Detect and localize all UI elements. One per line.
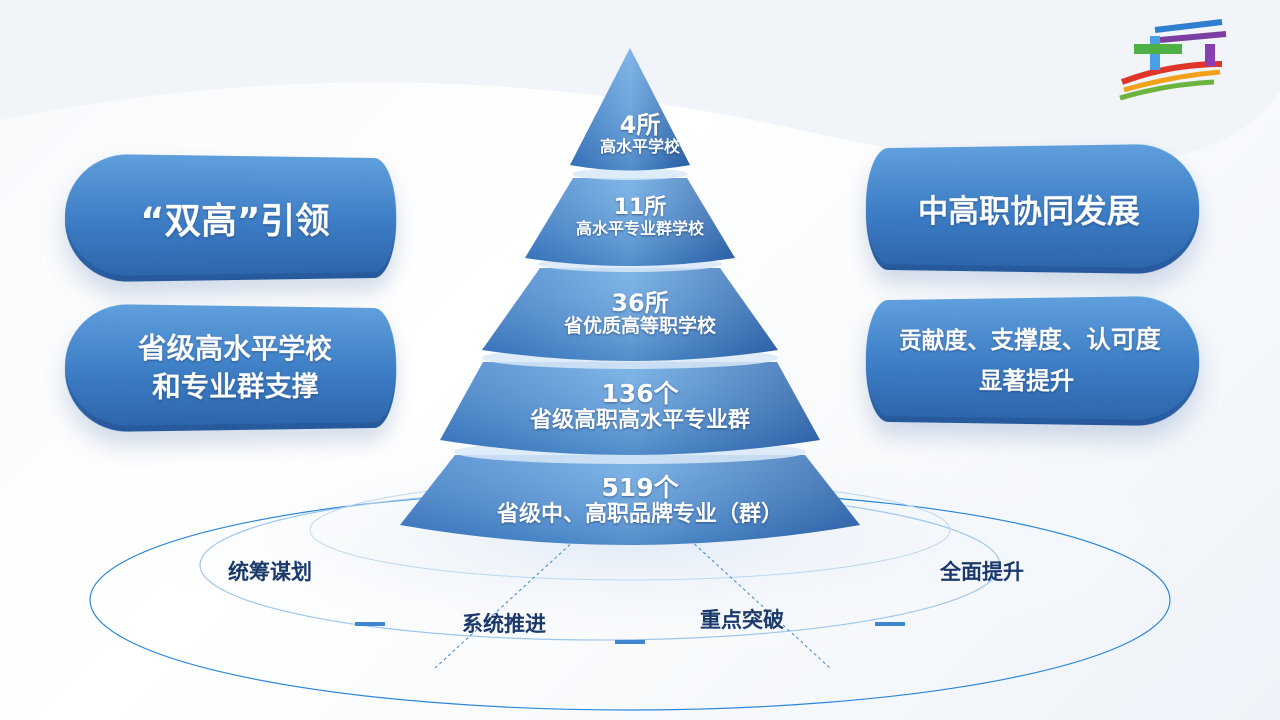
- tier-5-count: 519个: [0, 474, 1280, 502]
- right-pill-coordination: 中高职协同发展: [866, 143, 1199, 274]
- left-pill-double-high: “双高”引领: [65, 154, 396, 283]
- left-pill-1-text: “双高”引领: [140, 191, 330, 244]
- ring-label-key-breakthrough: 重点突破: [700, 604, 784, 634]
- right-pill-2-line2: 显著提升: [979, 361, 1074, 402]
- right-pill-2-line1: 贡献度、支撑度、认可度: [899, 319, 1161, 361]
- right-pill-1-text: 中高职协同发展: [918, 185, 1140, 232]
- left-pill-2-line1: 省级高水平学校: [138, 329, 332, 368]
- right-pill-improvement: 贡献度、支撑度、认可度 显著提升: [866, 295, 1199, 426]
- tier-1-count: 4所: [0, 112, 1280, 138]
- tier-5-text: 519个 省级中、高职品牌专业（群）: [0, 474, 1280, 527]
- ring-marker: [355, 622, 385, 626]
- tier-5-label: 省级中、高职品牌专业（群）: [0, 502, 1280, 527]
- ring-label-comprehensive-upgrade: 全面提升: [940, 556, 1024, 586]
- ring-label-systematic-advance: 系统推进: [462, 608, 546, 638]
- ring-label-overall-planning: 统筹谋划: [228, 556, 312, 586]
- left-pill-2-line2: 和专业群支撑: [152, 368, 318, 407]
- left-pill-support: 省级高水平学校 和专业群支撑: [65, 304, 396, 433]
- ring-marker: [615, 640, 645, 644]
- ring-marker: [875, 622, 905, 626]
